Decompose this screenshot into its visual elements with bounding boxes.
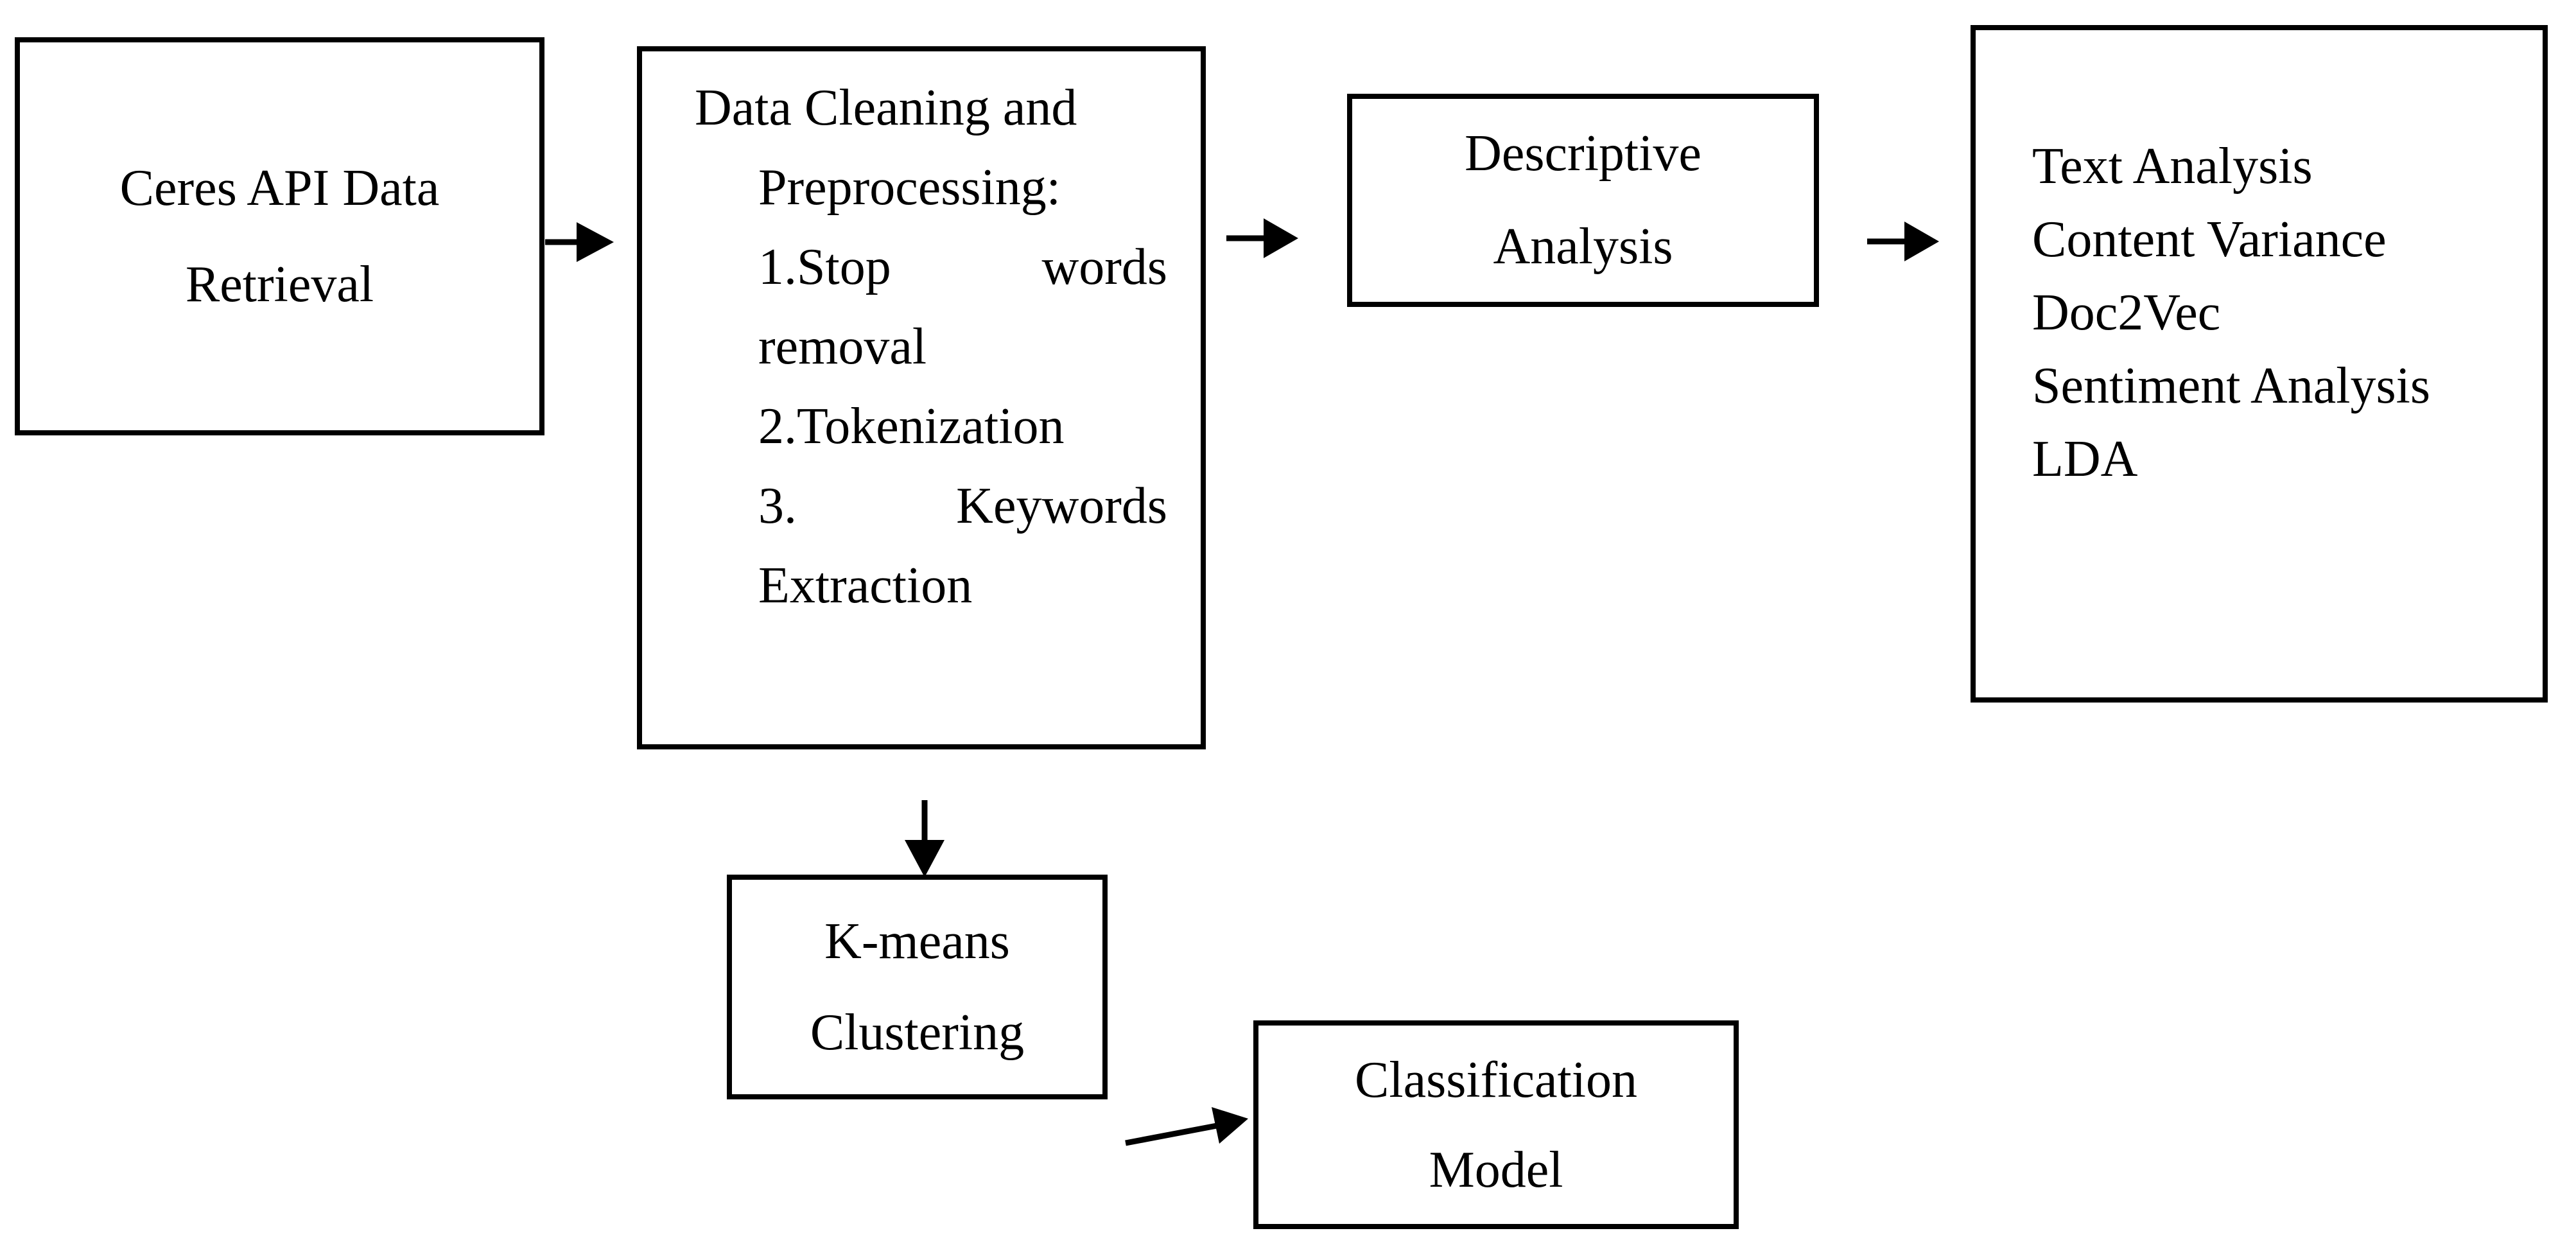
box-line: Extraction [758,557,973,614]
box-classification-model: Classification Model [1253,1020,1739,1229]
box-descriptive-analysis: Descriptive Analysis [1347,94,1819,307]
arrow-ceres-to-cleaning-icon [545,222,614,262]
arrow-cleaning-to-descriptive-icon [1226,218,1298,258]
box-line: Doc2Vec [2032,284,2221,341]
box-line: Model [1429,1141,1563,1198]
box-line: 1.Stop words [758,227,1167,307]
box-line: K-means [824,913,1010,970]
box-line: 2.Tokenization [758,398,1065,455]
list-item-word: Keywords [956,478,1167,534]
arrow-kmeans-to-classification-icon [1125,1107,1248,1146]
list-item-number: 1.Stop [758,239,891,295]
box-line: Classification [1355,1051,1637,1108]
box-line: Data Cleaning and [695,80,1077,136]
box-line: Preprocessing: [758,159,1061,216]
box-line: 3. Keywords [758,466,1167,546]
box-text-analysis-methods: Text Analysis Content Variance Doc2Vec S… [1971,25,2548,703]
box-line: Ceres API Data [119,160,440,216]
list-item-word: words [1041,239,1167,295]
box-line: Text Analysis [2032,138,2313,195]
arrow-descriptive-to-text-analysis-icon [1867,222,1939,261]
box-data-cleaning-preprocessing: Data Cleaning and Preprocessing: 1.Stop … [637,46,1206,749]
box-line: Sentiment Analysis [2032,358,2430,414]
box-line: Clustering [810,1004,1025,1061]
box-ceres-api-data-retrieval: Ceres API Data Retrieval [15,37,544,435]
box-line: Content Variance [2032,211,2387,268]
box-line: removal [758,319,927,375]
arrow-cleaning-to-kmeans-icon [905,800,944,877]
box-kmeans-clustering: K-means Clustering [727,875,1108,1099]
box-line: Descriptive [1465,125,1701,182]
box-line: Analysis [1493,218,1673,275]
box-line: Retrieval [185,256,374,313]
box-line: LDA [2032,431,2138,487]
list-item-number: 3. [758,478,797,534]
